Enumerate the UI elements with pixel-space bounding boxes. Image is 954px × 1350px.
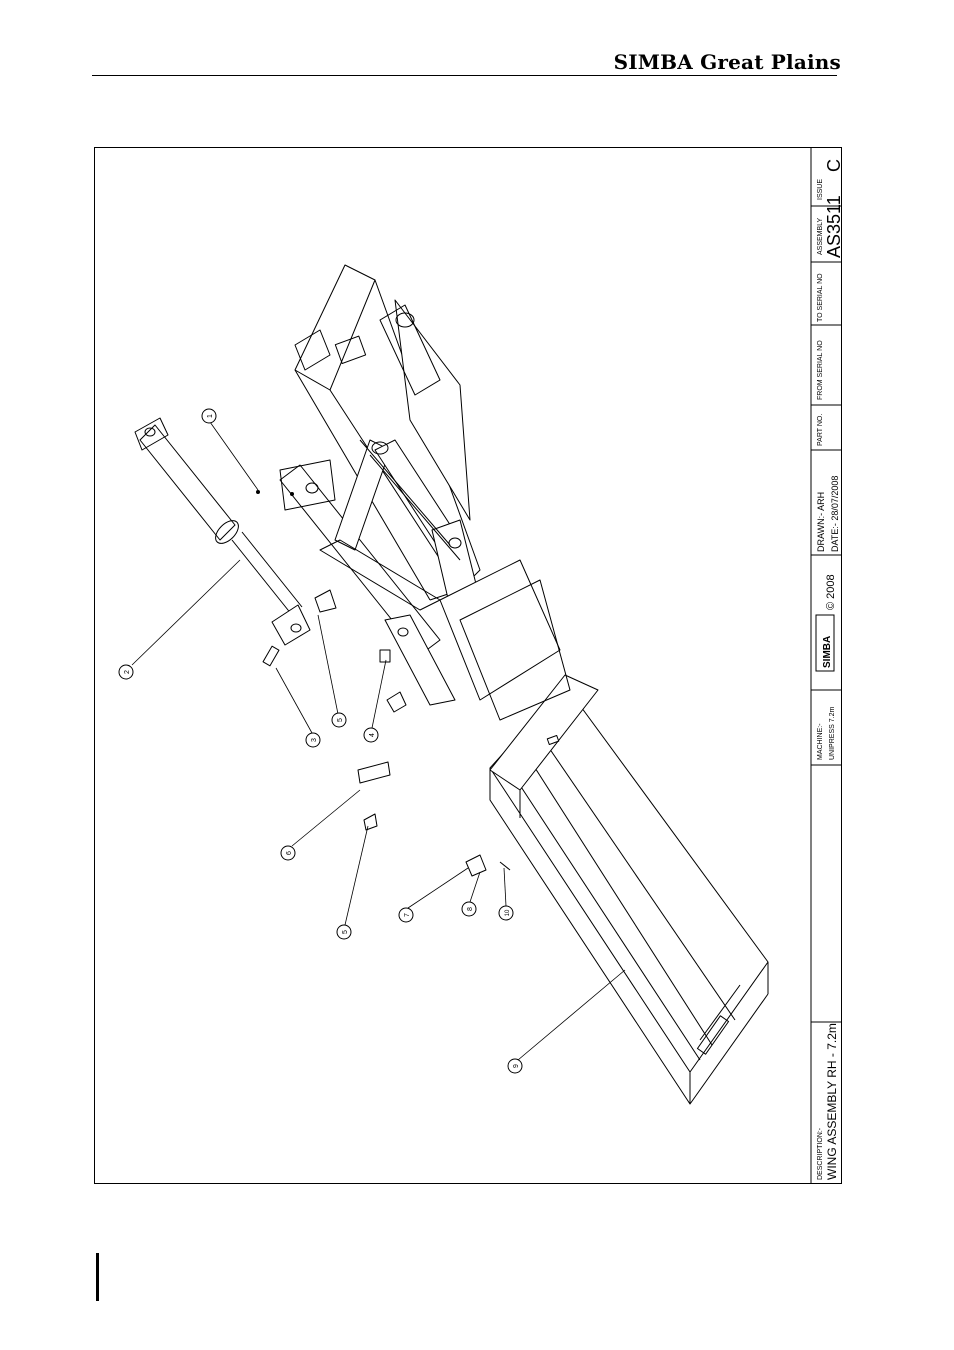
balloon-5a: 5 — [332, 713, 346, 727]
part-no-label: PART NO. — [817, 414, 824, 446]
to-serial-label: TO SERIAL NO — [817, 273, 824, 322]
balloon-2: 2 — [119, 665, 133, 679]
balloon-3: 3 — [306, 733, 320, 747]
svg-text:5: 5 — [342, 930, 349, 934]
svg-text:9: 9 — [513, 1064, 520, 1068]
svg-text:7: 7 — [404, 913, 411, 917]
svg-text:5: 5 — [337, 718, 344, 722]
balloon-5b: 5 — [337, 925, 351, 939]
drawn-text: DRAWN:- ARH — [816, 492, 826, 552]
machine-value: UNIPRESS 7.2m — [829, 707, 836, 760]
svg-text:10: 10 — [505, 909, 511, 916]
balloon-7: 7 — [399, 908, 413, 922]
balloon-4: 4 — [364, 728, 378, 742]
upper-frame — [280, 265, 570, 720]
issue-label: ISSUE — [817, 179, 824, 200]
issue-value: C — [824, 159, 844, 172]
from-serial-label: FROM SERIAL NO — [817, 340, 824, 400]
description-value: WING ASSEMBLY RH - 7.2m — [825, 1023, 839, 1180]
footer-bar — [96, 1253, 99, 1301]
assembly-label: ASSEMBLY — [817, 217, 824, 255]
svg-text:SIMBA: SIMBA — [822, 636, 833, 668]
balloon-1: 1 — [202, 409, 216, 423]
svg-text:4: 4 — [369, 733, 376, 737]
machine-label: MACHINE:- — [817, 723, 824, 760]
balloon-8: 8 — [462, 902, 476, 916]
svg-text:1: 1 — [207, 414, 214, 418]
copyright-text: © 2008 — [825, 574, 837, 610]
svg-text:2: 2 — [124, 670, 131, 674]
hydraulic-cylinder — [135, 418, 310, 645]
simba-logo: SIMBA — [816, 615, 834, 671]
balloon-6: 6 — [281, 846, 295, 860]
description-label: DESCRIPTION:- — [817, 1127, 824, 1180]
wing-assembly-drawing: 1 2 3 4 5 5 6 7 8 9 10 — [119, 265, 768, 1104]
date-text: DATE:- 28/07/2008 — [830, 476, 840, 552]
balloon-10: 10 — [499, 906, 513, 920]
assembly-value: AS3511 — [824, 195, 844, 258]
balloon-9: 9 — [508, 1059, 522, 1073]
svg-text:3: 3 — [311, 738, 318, 742]
svg-text:6: 6 — [286, 851, 293, 855]
svg-text:8: 8 — [467, 907, 474, 911]
